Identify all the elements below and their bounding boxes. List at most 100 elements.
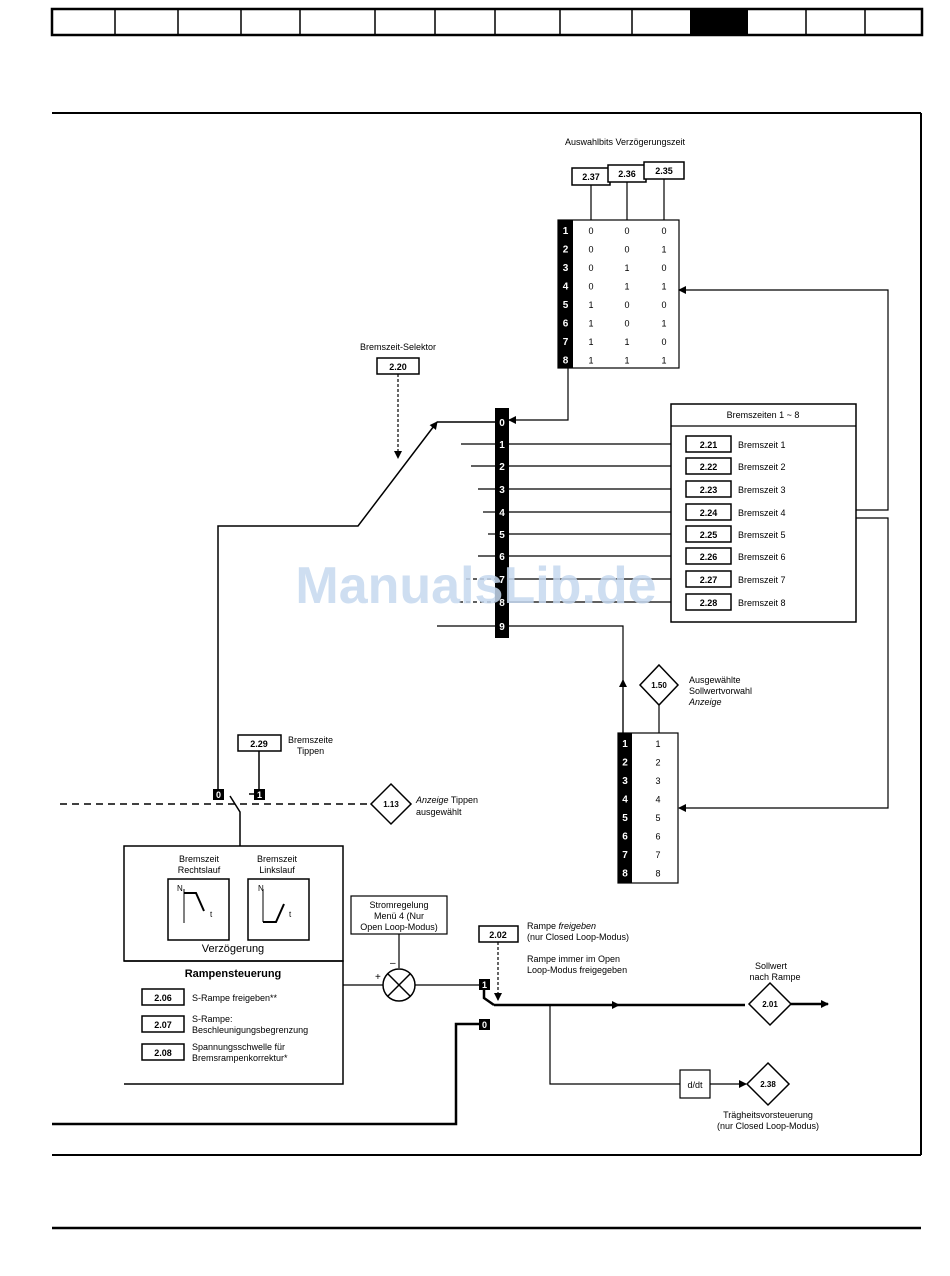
- decel-selector: Bremszeit-Selektor 2.20: [360, 342, 436, 459]
- switch-position-label: 2: [499, 462, 505, 473]
- param-1-50: 1.50: [651, 681, 667, 690]
- svg-text:0: 0: [588, 226, 593, 236]
- selector-label: Bremszeit-Selektor: [360, 342, 436, 352]
- param-2-20: 2.20: [389, 362, 407, 372]
- svg-text:1: 1: [624, 282, 629, 292]
- current-control: Stromregelung Menü 4 (Nur Open Loop-Modu…: [343, 895, 479, 1002]
- svg-text:Bremszeit 2: Bremszeit 2: [738, 462, 786, 472]
- svg-text:Sollwertvorwahl: Sollwertvorwahl: [689, 686, 752, 696]
- svg-text:2.28: 2.28: [700, 598, 718, 608]
- svg-text:1: 1: [624, 337, 629, 347]
- svg-text:0: 0: [588, 282, 593, 292]
- svg-text:N: N: [258, 884, 264, 893]
- param-2-02: 2.02: [489, 930, 507, 940]
- svg-text:2.27: 2.27: [700, 575, 718, 585]
- svg-text:1: 1: [588, 300, 593, 310]
- svg-text:t: t: [210, 910, 213, 919]
- svg-text:8: 8: [622, 869, 628, 880]
- svg-text:6: 6: [563, 319, 569, 330]
- svg-text:2.25: 2.25: [700, 530, 718, 540]
- svg-text:2.23: 2.23: [700, 485, 718, 495]
- svg-text:Bremsrampenkorrektur*: Bremsrampenkorrektur*: [192, 1053, 288, 1063]
- svg-text:4: 4: [622, 795, 628, 806]
- svg-text:Beschleunigungsbegrenzung: Beschleunigungsbegrenzung: [192, 1025, 308, 1035]
- svg-text:Bremszeit 5: Bremszeit 5: [738, 530, 786, 540]
- svg-text:2.08: 2.08: [154, 1048, 172, 1058]
- svg-text:Bremszeit 8: Bremszeit 8: [738, 598, 786, 608]
- svg-text:Menü 4 (Nur: Menü 4 (Nur: [374, 911, 424, 921]
- ddt-block: d/dt: [687, 1080, 703, 1090]
- ramp-param: 2.07S-Rampe:Beschleunigungsbegrenzung: [141, 1014, 308, 1035]
- svg-text:1: 1: [563, 226, 569, 237]
- svg-text:1: 1: [588, 337, 593, 347]
- svg-text:2: 2: [655, 758, 660, 768]
- svg-text:1: 1: [661, 319, 666, 329]
- svg-text:6: 6: [622, 832, 628, 843]
- svg-text:2.07: 2.07: [154, 1020, 172, 1030]
- svg-text:Spannungsschwelle für: Spannungsschwelle für: [192, 1042, 285, 1052]
- svg-text:Anzeige: Anzeige: [688, 697, 722, 707]
- svg-text:+: +: [375, 972, 381, 983]
- ramp-control-box: Bremszeit Rechtslauf Bremszeit Linkslauf…: [123, 845, 344, 1085]
- svg-text:2.24: 2.24: [700, 508, 718, 518]
- svg-text:0: 0: [482, 1020, 487, 1030]
- svg-text:Bremszeit 4: Bremszeit 4: [738, 508, 786, 518]
- decel-time-param: 2.23 Bremszeit 3: [685, 480, 786, 498]
- svg-text:1: 1: [661, 282, 666, 292]
- svg-text:Loop-Modus freigegeben: Loop-Modus freigegeben: [527, 965, 627, 975]
- switch-position-label: 4: [499, 508, 505, 519]
- svg-text:8: 8: [655, 869, 660, 879]
- svg-text:5: 5: [622, 813, 628, 824]
- decel-time-param: 2.25 Bremszeit 5: [685, 525, 786, 543]
- svg-text:1: 1: [257, 790, 262, 800]
- svg-text:0: 0: [624, 245, 629, 255]
- selection-bits-title: Auswahlbits Verzögerungszeit: [565, 137, 686, 147]
- svg-text:(nur Closed Loop-Modus): (nur Closed Loop-Modus): [717, 1121, 819, 1131]
- decel-time-param: 2.24 Bremszeit 4: [685, 503, 786, 521]
- svg-text:5: 5: [563, 300, 569, 311]
- param-2-29: 2.29: [250, 739, 268, 749]
- svg-text:Bremszeit: Bremszeit: [179, 854, 220, 864]
- svg-text:7: 7: [563, 337, 569, 348]
- svg-text:(nur Closed Loop-Modus): (nur Closed Loop-Modus): [527, 932, 629, 942]
- svg-text:Bremszeit 7: Bremszeit 7: [738, 575, 786, 585]
- svg-text:2.21: 2.21: [700, 440, 718, 450]
- svg-text:6: 6: [655, 832, 660, 842]
- switch-position-label: 7: [499, 575, 505, 586]
- svg-text:Stromregelung: Stromregelung: [369, 900, 428, 910]
- jog-decel: 2.29 Bremszeite Tippen 0 1: [60, 734, 370, 846]
- svg-text:Trägheitsvorsteuerung: Trägheitsvorsteuerung: [723, 1110, 813, 1120]
- svg-text:1: 1: [655, 739, 660, 749]
- svg-text:2.35: 2.35: [655, 166, 673, 176]
- svg-text:Bremszeite: Bremszeite: [288, 735, 333, 745]
- svg-text:1: 1: [624, 356, 629, 366]
- svg-text:1: 1: [661, 356, 666, 366]
- svg-text:Sollwert: Sollwert: [755, 961, 788, 971]
- svg-text:2: 2: [622, 758, 628, 769]
- svg-text:7: 7: [622, 850, 628, 861]
- svg-text:–: –: [390, 958, 396, 969]
- svg-text:2.06: 2.06: [154, 993, 172, 1003]
- svg-text:3: 3: [622, 776, 628, 787]
- svg-text:Bremszeit: Bremszeit: [257, 854, 298, 864]
- svg-text:8: 8: [563, 356, 569, 367]
- svg-text:0: 0: [661, 300, 666, 310]
- post-ramp-reference: Sollwert nach Rampe 2.01: [747, 961, 829, 1027]
- svg-text:1: 1: [588, 356, 593, 366]
- svg-text:Bremszeit 3: Bremszeit 3: [738, 485, 786, 495]
- svg-text:Linkslauf: Linkslauf: [259, 865, 295, 875]
- svg-text:2.22: 2.22: [700, 462, 718, 472]
- svg-text:1: 1: [622, 739, 628, 750]
